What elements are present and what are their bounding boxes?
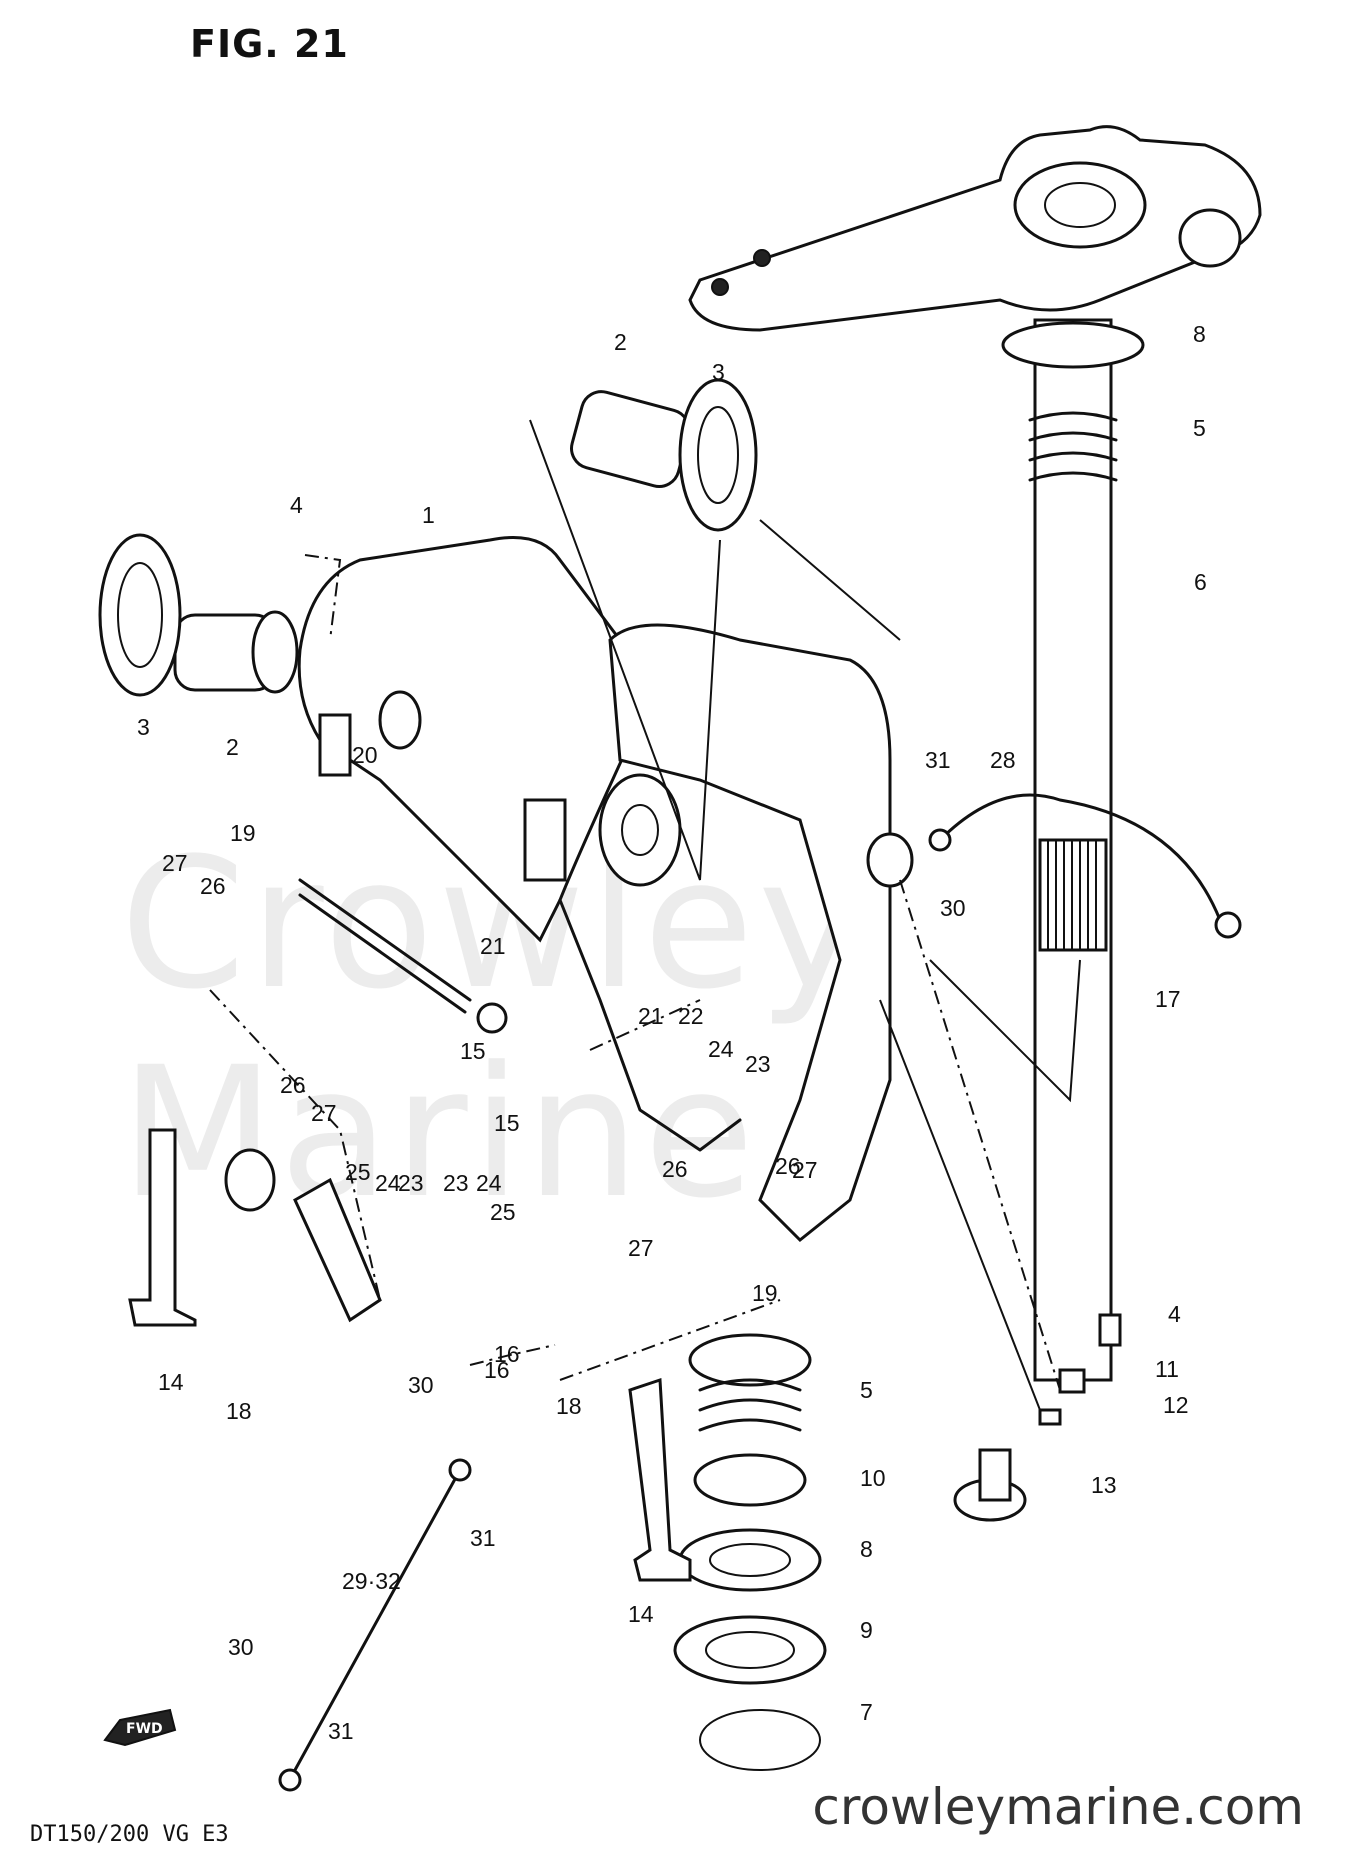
model-code: DT150/200 VG E3 bbox=[30, 1822, 229, 1847]
right-bracket bbox=[628, 1377, 692, 1582]
callout-label: 13 bbox=[1091, 1472, 1117, 1498]
callout-label: 25 bbox=[345, 1159, 371, 1185]
ground-wires bbox=[278, 793, 1242, 1792]
callout-label: 27 bbox=[162, 850, 188, 876]
callout-label: 1 bbox=[422, 502, 435, 528]
callout-label: 27 bbox=[311, 1100, 337, 1126]
callout-label: 6 bbox=[1194, 569, 1207, 595]
leader-lines bbox=[209, 419, 1081, 1411]
callout-label: 11 bbox=[1155, 1356, 1179, 1382]
bolt-assembly bbox=[953, 1313, 1122, 1522]
steering-shaft bbox=[1001, 318, 1145, 1382]
callout-label: 27 bbox=[792, 1157, 818, 1183]
callout-label: 26 bbox=[200, 873, 226, 899]
fwd-badge: FWD bbox=[103, 1708, 177, 1747]
tilt-lock-rod bbox=[298, 878, 508, 1034]
left-bracket bbox=[128, 1128, 382, 1327]
callout-label: 30 bbox=[228, 1634, 254, 1660]
callout-label: 20 bbox=[352, 742, 378, 768]
callout-label: 10 bbox=[860, 1465, 886, 1491]
callout-label: 15 bbox=[460, 1038, 486, 1064]
callout-label: 18 bbox=[556, 1393, 582, 1419]
website-url: crowleymarine.com bbox=[812, 1778, 1304, 1836]
callout-label: 16 bbox=[494, 1341, 520, 1367]
callout-label: 4 bbox=[1168, 1301, 1181, 1327]
callout-label: 23 bbox=[745, 1051, 771, 1077]
callout-label: 31 bbox=[328, 1718, 354, 1744]
callout-label: 26 bbox=[662, 1156, 688, 1182]
callout-label: 24 bbox=[375, 1170, 401, 1196]
callout-label: 2 bbox=[226, 734, 239, 760]
callout-label: 14 bbox=[158, 1369, 184, 1395]
callout-label: 5 bbox=[1193, 415, 1206, 441]
callout-label: 2 bbox=[614, 329, 627, 355]
callout-label: 22 bbox=[678, 1003, 704, 1029]
callout-label: 19 bbox=[230, 820, 256, 846]
callout-label: 7 bbox=[860, 1699, 873, 1725]
callout-label: 29·32 bbox=[342, 1568, 401, 1594]
callout-label: 21 bbox=[638, 1003, 664, 1029]
callout-label: 23 bbox=[398, 1170, 424, 1196]
callout-label: 24 bbox=[476, 1170, 502, 1196]
callout-label: 23 bbox=[443, 1170, 469, 1196]
callout-label: 27 bbox=[628, 1235, 654, 1261]
callout-label: 17 bbox=[1155, 986, 1181, 1012]
callout-label: 14 bbox=[628, 1601, 654, 1627]
shaft-lower-parts bbox=[673, 1333, 827, 1771]
callout-label: 3 bbox=[712, 359, 725, 385]
callout-label: 3 bbox=[137, 714, 150, 740]
callout-label: 30 bbox=[408, 1372, 434, 1398]
fwd-label: FWD bbox=[126, 1721, 163, 1737]
callout-label: 12 bbox=[1163, 1392, 1189, 1418]
callout-label: 18 bbox=[226, 1398, 252, 1424]
steering-bracket bbox=[688, 125, 1262, 332]
callout-label: 30 bbox=[940, 895, 966, 921]
callout-label: 25 bbox=[490, 1199, 516, 1225]
callout-label: 26 bbox=[775, 1153, 801, 1179]
callout-label: 19 bbox=[752, 1280, 778, 1306]
callout-label: 4 bbox=[290, 492, 303, 518]
swivel-bracket bbox=[297, 536, 914, 1243]
bushings bbox=[98, 378, 758, 697]
callout-label: 21 bbox=[480, 933, 506, 959]
callout-label: 15 bbox=[494, 1110, 520, 1136]
callout-label: 31 bbox=[470, 1525, 496, 1551]
callout-label: 9 bbox=[860, 1617, 873, 1643]
callout-label: 26 bbox=[280, 1072, 306, 1098]
callout-label: 16 bbox=[484, 1357, 510, 1383]
callout-label: 8 bbox=[860, 1536, 873, 1562]
callout-label: 5 bbox=[860, 1377, 873, 1403]
callout-label: 8 bbox=[1193, 321, 1206, 347]
callout-label: 31 bbox=[925, 747, 951, 773]
callout-label: 28 bbox=[990, 747, 1016, 773]
callout-label: 24 bbox=[708, 1036, 734, 1062]
figure-title: FIG. 21 bbox=[190, 22, 349, 66]
